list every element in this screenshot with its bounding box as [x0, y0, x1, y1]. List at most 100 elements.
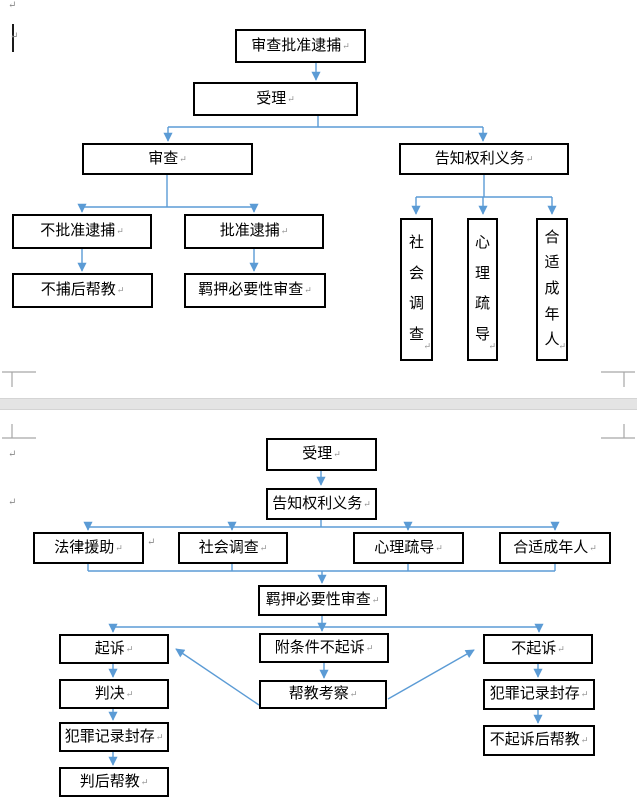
paragraph-mark: ↵: [147, 537, 156, 548]
paragraph-mark: ↵: [116, 226, 124, 236]
paragraph-mark: ↵: [125, 688, 134, 699]
paragraph-mark: ↵: [10, 31, 19, 42]
vertical-char: 理: [474, 265, 490, 282]
flow-box-legal-aid[interactable]: 法律援助↵: [33, 532, 144, 564]
flow-box-label: 告知权利义务: [434, 150, 525, 167]
flow-box-label: 心理疏导: [374, 539, 435, 556]
paragraph-mark: ↵: [349, 689, 358, 699]
vertical-char: 疏: [474, 296, 490, 313]
paragraph-mark: ↵: [304, 285, 312, 295]
flow-box-label: 犯罪记录封存: [64, 728, 155, 745]
paragraph-mark: ↵: [140, 776, 149, 787]
flow-box-inform-rights-p2[interactable]: 告知权利义务↵: [266, 488, 377, 520]
flow-box-help-after-no-arrest[interactable]: 不捕后帮教↵: [12, 273, 153, 308]
paragraph-mark: ↵: [423, 341, 431, 351]
vertical-char: 社: [408, 234, 424, 251]
paragraph-mark: ↵: [287, 93, 295, 104]
paragraph-mark: ↵: [8, 497, 17, 508]
flow-box-label: 判后帮教: [79, 773, 140, 790]
flow-box-label: 审查批准逮捕: [251, 37, 342, 54]
flow-box-label: 不捕后帮教: [40, 282, 116, 298]
flow-box-custody-review-p2[interactable]: 羁押必要性审查↵: [258, 585, 387, 616]
flow-box-label: 不起诉后帮教: [489, 732, 580, 748]
flow-box-psych-counsel-p2[interactable]: 心理疏导↵: [353, 532, 464, 564]
flow-box-help-inspect[interactable]: 帮教考察↵: [259, 680, 387, 709]
vertical-char: 人: [544, 332, 560, 349]
paragraph-mark: ↵: [179, 153, 187, 164]
vertical-char: 心: [474, 234, 490, 251]
flow-box-label: 帮教考察: [288, 686, 349, 702]
flow-box-label: 心理疏导: [469, 220, 496, 359]
paragraph-mark: ↵: [8, 0, 17, 11]
flow-box-prosecute[interactable]: 起诉↵: [59, 634, 169, 664]
flow-box-help-after-no-prosecute[interactable]: 不起诉后帮教↵: [483, 725, 595, 756]
flow-box-label: 告知权利义务: [272, 495, 363, 512]
vertical-char: 导: [474, 327, 490, 344]
flow-box-label: 羁押必要性审查: [265, 592, 371, 608]
flow-box-record-seal-right[interactable]: 犯罪记录封存↵: [483, 679, 595, 710]
vertical-char: 合: [544, 229, 560, 246]
paragraph-mark: ↵: [525, 153, 534, 164]
flow-box-label: 不起诉: [511, 640, 557, 657]
paragraph-mark: ↵: [557, 643, 565, 654]
flow-box-judgment[interactable]: 判决↵: [59, 679, 169, 709]
paragraph-mark: ↵: [589, 542, 597, 553]
paragraph-mark: ↵: [435, 542, 443, 553]
flow-box-review-approve-arrest[interactable]: 审查批准逮捕↵: [235, 29, 366, 63]
vertical-char: 适: [544, 255, 560, 272]
flow-box-label: 受理: [256, 90, 287, 107]
flow-box-label: 法律援助: [54, 539, 115, 556]
flow-box-label: 社会调查: [198, 539, 259, 556]
flow-box-help-after-judgment[interactable]: 判后帮教↵: [59, 767, 169, 797]
flow-box-suitable-adult-vertical[interactable]: 合适成年人 ↵: [536, 218, 568, 361]
paragraph-mark: ↵: [488, 341, 496, 351]
paragraph-mark: ↵: [8, 449, 17, 460]
flow-box-review[interactable]: 审查↵: [82, 143, 253, 175]
flow-box-label: 社会调查: [402, 220, 431, 359]
paragraph-mark: ↵: [333, 449, 341, 459]
paragraph-mark: ↵: [342, 40, 350, 51]
flow-box-label: 判决: [94, 685, 125, 702]
flow-box-label: 合适成年人: [513, 539, 589, 556]
text-cursor: [12, 24, 14, 52]
vertical-char: 成: [544, 280, 560, 297]
flow-box-label: 起诉: [94, 640, 125, 657]
flow-box-approve-arrest[interactable]: 批准逮捕↵: [184, 214, 324, 249]
flow-box-suitable-adult-p2[interactable]: 合适成年人↵: [499, 532, 611, 564]
vertical-char: 会: [408, 265, 424, 282]
paragraph-mark: ↵: [116, 285, 125, 295]
flow-box-no-prosecute[interactable]: 不起诉↵: [483, 634, 593, 664]
paragraph-mark: ↵: [580, 689, 589, 699]
flow-box-label: 合适成年人: [538, 220, 566, 359]
flow-box-custody-review-p1[interactable]: 羁押必要性审查↵: [184, 273, 326, 308]
flow-box-label: 犯罪记录封存: [489, 686, 580, 702]
flow-box-label: 受理: [302, 446, 333, 462]
vertical-char: 年: [544, 306, 560, 323]
paragraph-mark: ↵: [280, 226, 289, 236]
flow-box-label: 不批准逮捕: [40, 223, 116, 239]
flow-box-accept-p2[interactable]: 受理↵: [266, 438, 377, 471]
vertical-char: 查: [408, 327, 424, 344]
flow-box-accept-p1[interactable]: 受理↵: [193, 82, 358, 116]
flow-box-social-survey-p2[interactable]: 社会调查↵: [178, 532, 288, 564]
flow-box-label: 羁押必要性审查: [198, 282, 304, 298]
flow-box-conditional-no-prosecute[interactable]: 附条件不起诉↵: [259, 633, 389, 663]
flow-box-record-seal-left[interactable]: 犯罪记录封存↵: [59, 722, 169, 752]
flow-box-no-approve-arrest[interactable]: 不批准逮捕↵: [12, 214, 152, 249]
paragraph-mark: ↵: [115, 542, 123, 553]
flow-box-social-survey-vertical[interactable]: 社会调查 ↵: [400, 218, 433, 361]
paragraph-mark: ↵: [580, 735, 589, 745]
vertical-char: 调: [408, 296, 424, 313]
page-gap-band: [0, 398, 637, 410]
flow-box-psych-counsel-vertical[interactable]: 心理疏导 ↵: [467, 218, 498, 361]
paragraph-mark: ↵: [371, 595, 380, 605]
flow-box-label: 附条件不起诉: [274, 639, 365, 656]
paragraph-mark: ↵: [365, 642, 374, 653]
paragraph-mark: ↵: [363, 498, 371, 509]
paragraph-mark: ↵: [125, 643, 134, 654]
flow-box-label: 批准逮捕: [219, 223, 280, 239]
paragraph-mark: ↵: [259, 542, 268, 553]
paragraph-mark: ↵: [558, 341, 566, 351]
flow-box-inform-rights-p1[interactable]: 告知权利义务↵: [399, 143, 569, 175]
